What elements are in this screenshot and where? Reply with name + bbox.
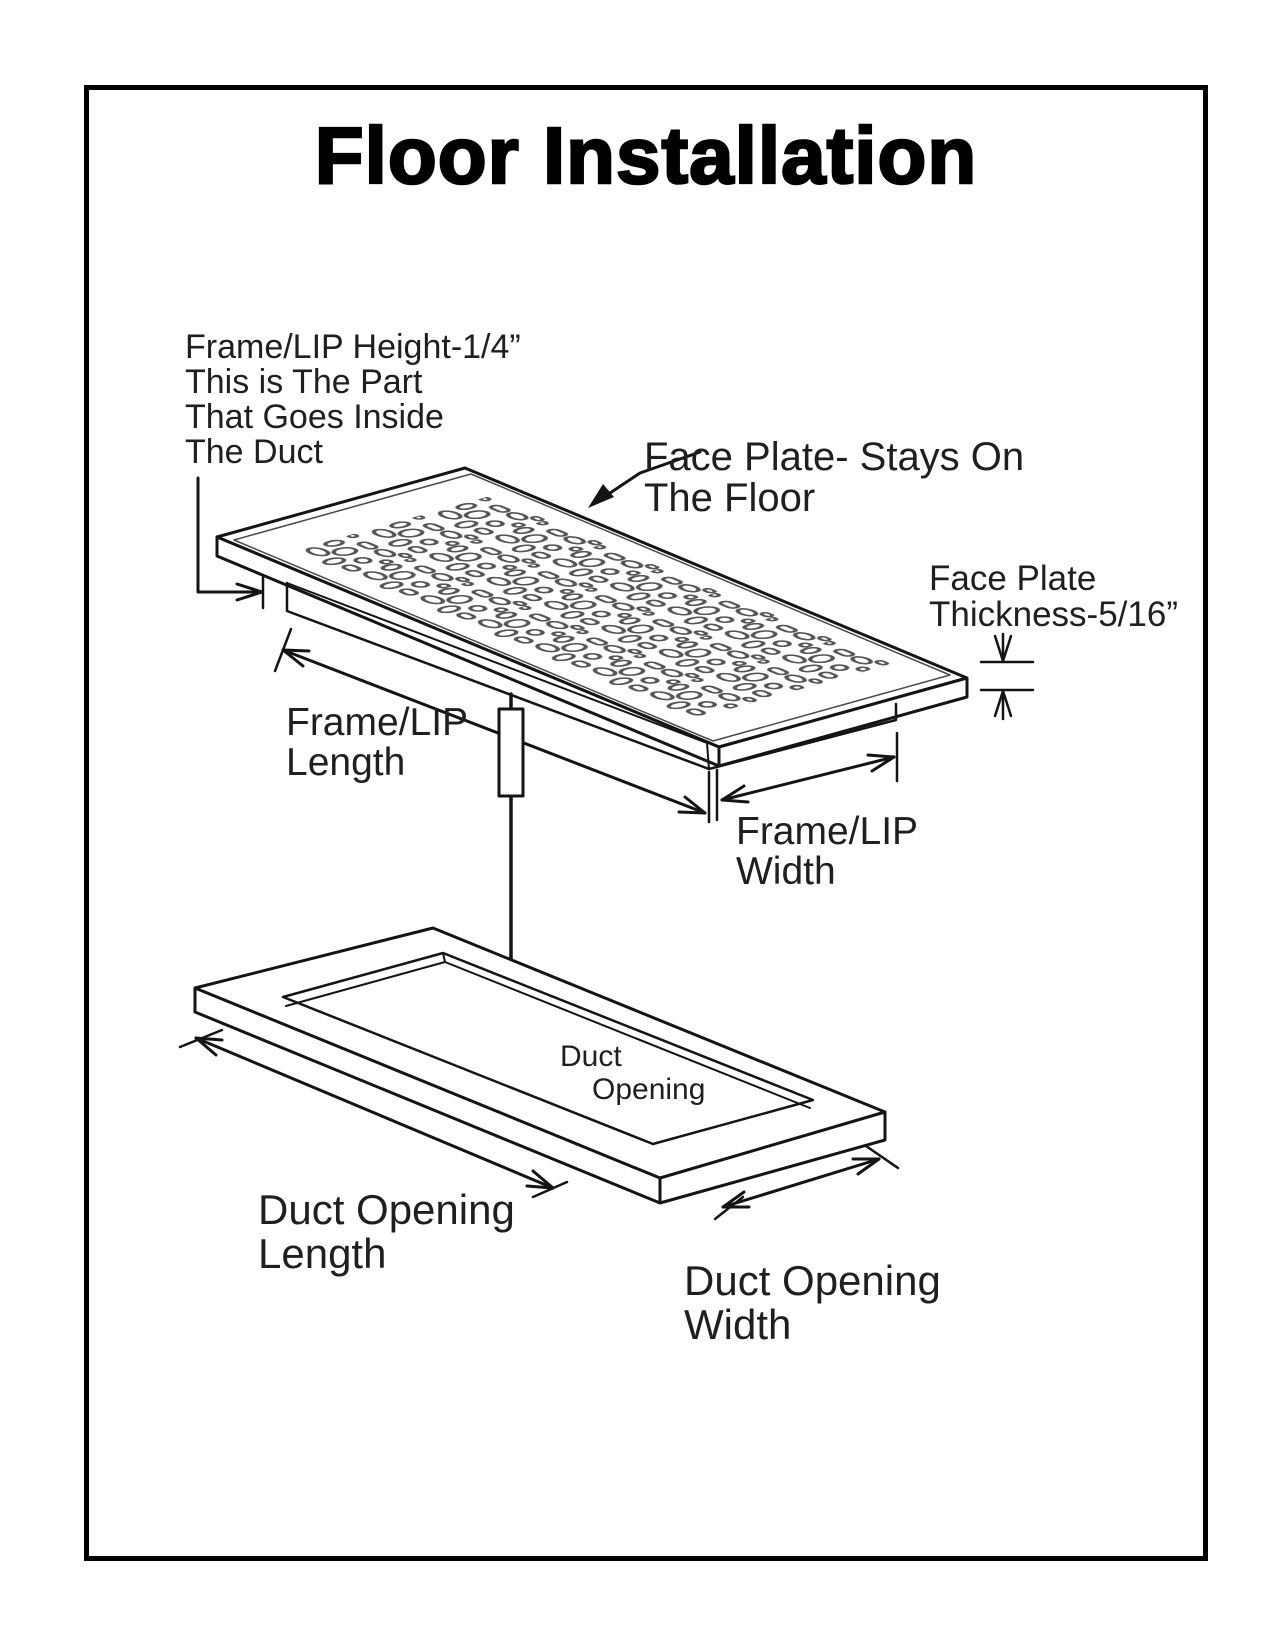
label-frame-lip-height: Frame/LIP Height-1/4” This is The Part T… — [185, 330, 521, 470]
leader-frame-lip-height — [196, 476, 265, 610]
page-title: Floor Installation — [314, 110, 978, 202]
label-face-plate: Face Plate- Stays On The Floor — [644, 437, 1024, 519]
label-line: Width — [736, 850, 836, 893]
duct-frame-inner-wall — [285, 952, 811, 1109]
dim-frame-lip-width — [720, 731, 899, 804]
label-line: Frame/LIP — [736, 810, 919, 853]
label-line: Opening — [592, 1073, 706, 1106]
duct-frame-thickness — [193, 986, 887, 1205]
leader-face-plate — [588, 450, 702, 508]
label-frame-lip-length: Frame/LIP Length — [286, 703, 468, 783]
label-line: Duct — [560, 1040, 622, 1073]
face-plate-right-edge — [717, 676, 969, 768]
dimension-box — [497, 707, 525, 798]
label-line: Frame/LIP Height-1/4” — [185, 328, 521, 366]
label-line: Duct Opening — [684, 1257, 941, 1304]
frame-lip-drawing — [285, 581, 898, 771]
label-frame-lip-width: Frame/LIP Width — [736, 812, 918, 892]
label-line: This is The Part — [185, 363, 423, 401]
dim-double-ticks — [707, 768, 719, 824]
dim-frame-lip-length — [273, 627, 719, 824]
dim-tick — [864, 1144, 900, 1170]
label-duct-opening: Duct Opening — [560, 1040, 705, 1106]
duct-frame-drawing — [193, 926, 887, 1205]
label-line: Face Plate — [929, 559, 1097, 598]
dim-tick — [531, 1180, 569, 1199]
label-face-plate-thickness: Face Plate Thickness-5/16” — [929, 561, 1178, 633]
dim-face-plate-thickness — [979, 632, 1035, 721]
label-line: Length — [286, 741, 406, 784]
page-border — [84, 85, 1208, 1561]
dim-tick — [178, 1028, 224, 1049]
label-line: Face Plate- Stays On — [644, 435, 1025, 479]
frame-lip-top-edge — [286, 582, 710, 770]
label-line: Duct Opening — [258, 1186, 515, 1233]
face-plate-chamfer — [233, 473, 951, 742]
label-line: That Goes Inside — [185, 398, 444, 436]
dim-tick — [273, 627, 293, 673]
leader-arrowhead — [588, 484, 614, 508]
face-plate-ornate-pattern — [292, 496, 892, 719]
label-line: Length — [258, 1230, 387, 1277]
dim-duct-opening-length — [178, 1028, 569, 1199]
label-line: Thickness-5/16” — [929, 595, 1178, 634]
label-duct-opening-length: Duct Opening Length — [258, 1188, 515, 1276]
label-line: Width — [684, 1301, 792, 1348]
dim-tick — [713, 1195, 745, 1221]
label-line: The Duct — [185, 433, 323, 471]
label-duct-opening-width: Duct Opening Width — [684, 1259, 941, 1347]
label-line: Frame/LIP — [286, 701, 469, 744]
dim-duct-opening-width — [713, 1144, 900, 1221]
label-line: The Floor — [644, 476, 816, 520]
duct-frame-inner-opening — [281, 951, 815, 1146]
